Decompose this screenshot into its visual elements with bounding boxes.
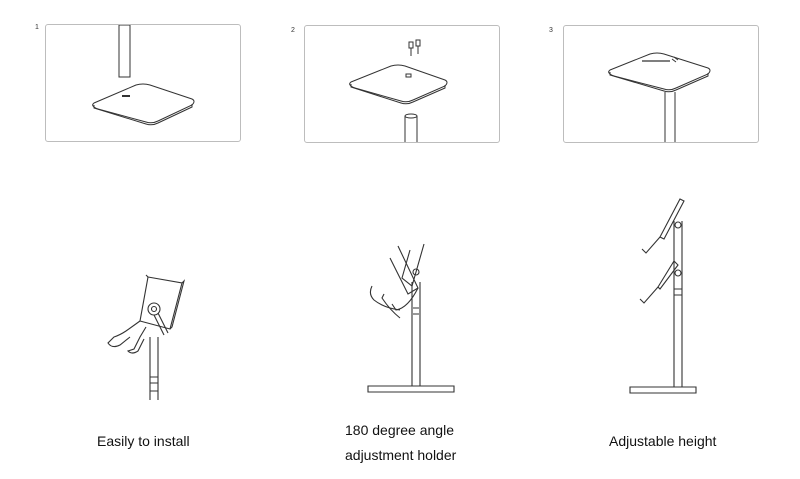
caption-easy-install: Easily to install: [97, 433, 190, 449]
height-adjust-illustration: [624, 195, 704, 397]
angle-adjust-illustration: [360, 238, 460, 396]
step-1-illustration: [92, 25, 195, 126]
step-3-number: 3: [549, 27, 553, 34]
caption-adjustable-height: Adjustable height: [609, 433, 717, 449]
step-2-number: 2: [291, 27, 295, 34]
step-2-panel: [304, 25, 500, 143]
step-3-panel: [563, 25, 759, 143]
step-1-number: 1: [35, 24, 39, 31]
step-3-illustration: [608, 52, 711, 142]
caption-angle-line2: adjustment holder: [345, 447, 457, 463]
step-1-panel: [45, 24, 241, 142]
step-2-illustration: [349, 39, 448, 142]
caption-angle-line1: 180 degree angle: [345, 422, 454, 438]
easy-install-illustration: [100, 265, 190, 405]
screw-icon: [408, 39, 421, 56]
